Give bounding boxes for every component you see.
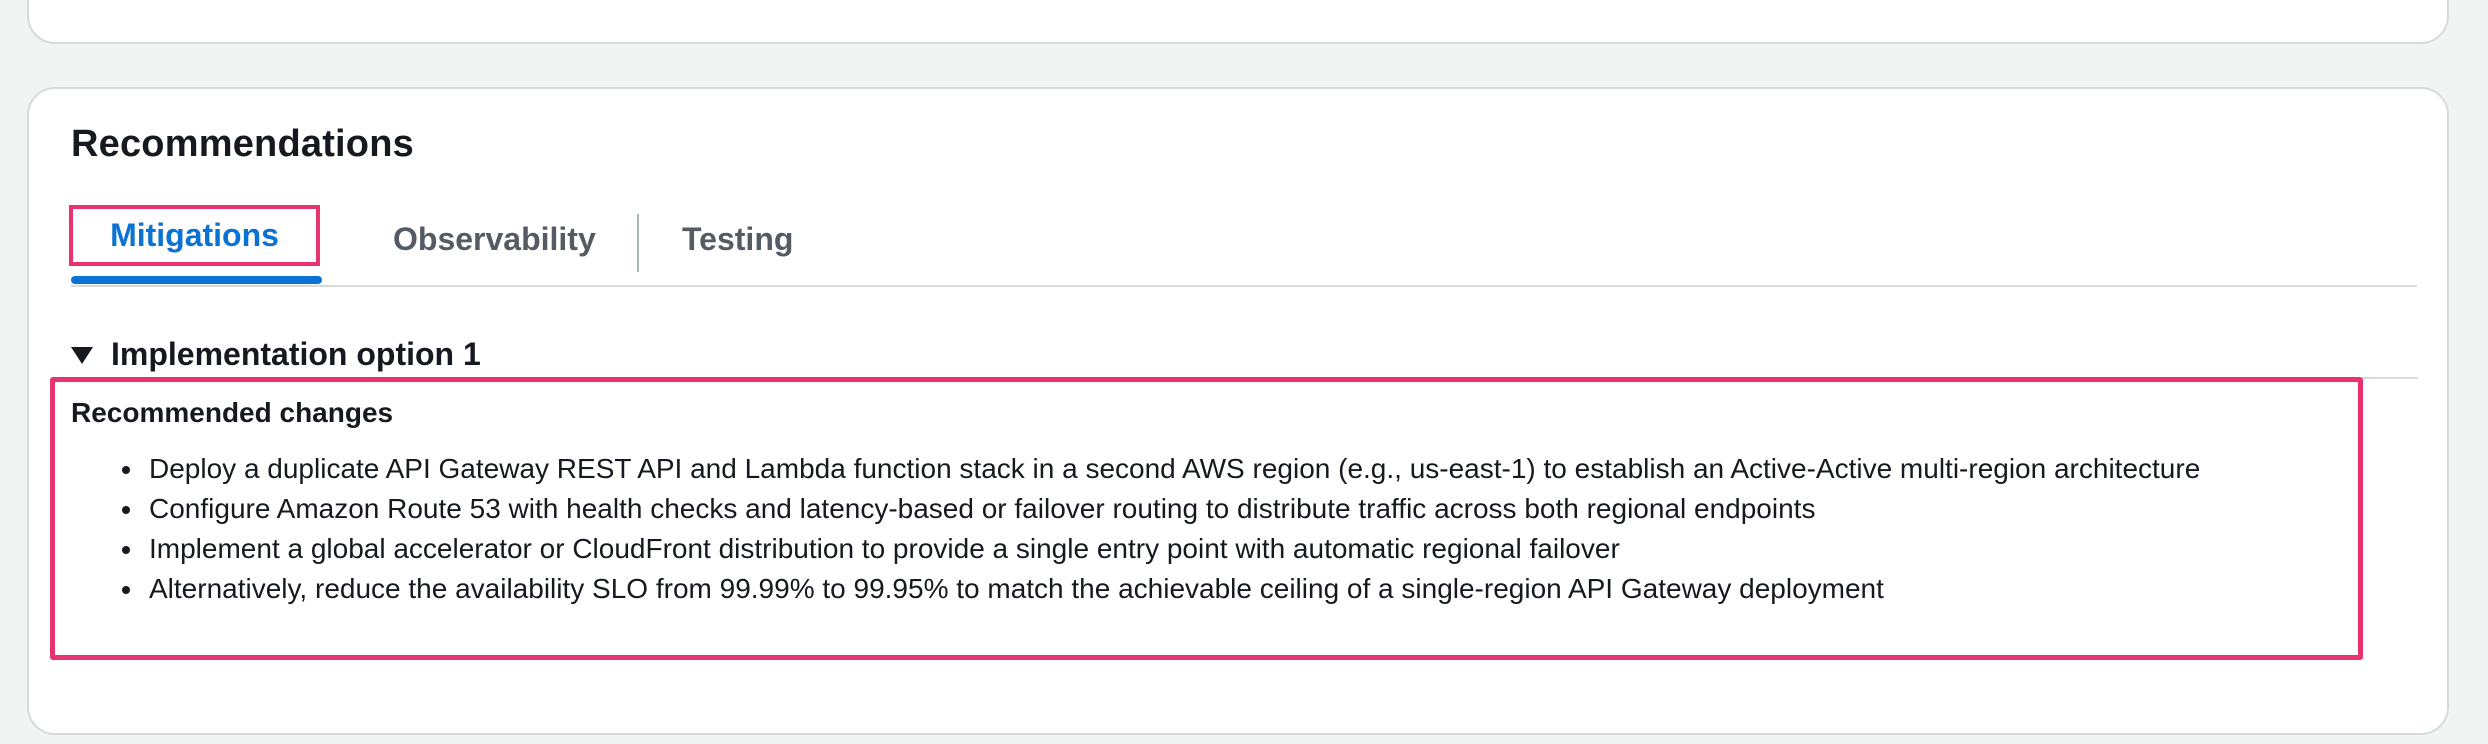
previous-panel	[27, 0, 2449, 44]
bullet-icon	[122, 466, 130, 474]
recommended-changes-heading: Recommended changes	[71, 397, 394, 428]
tab-testing-label: Testing	[682, 220, 794, 257]
tab-observability[interactable]: Observability	[393, 206, 596, 272]
list-item: Configure Amazon Route 53 with health ch…	[122, 489, 2200, 529]
tab-testing[interactable]: Testing	[682, 206, 793, 272]
tab-mitigations-label: Mitigations	[110, 217, 279, 253]
list-item-text: Implement a global accelerator or CloudF…	[149, 533, 1620, 564]
list-item-text: Configure Amazon Route 53 with health ch…	[149, 493, 1816, 524]
list-item-text: Alternatively, reduce the availability S…	[149, 573, 1884, 604]
bullet-icon	[122, 506, 130, 514]
tab-mitigations[interactable]: Mitigations	[69, 205, 320, 266]
recommended-changes-box	[50, 377, 2363, 660]
bullet-icon	[122, 546, 130, 554]
caret-down-icon	[71, 346, 93, 364]
recommended-changes-list: Deploy a duplicate API Gateway REST API …	[71, 449, 2200, 609]
implementation-option-expander[interactable]: Implementation option 1	[71, 332, 481, 376]
active-tab-indicator	[71, 276, 322, 284]
panel-title: Recommendations	[71, 123, 414, 165]
recommendations-panel: Recommendations Mitigations Observabilit…	[27, 87, 2449, 735]
tab-observability-label: Observability	[393, 220, 596, 257]
list-item: Alternatively, reduce the availability S…	[122, 569, 2200, 609]
list-item-text: Deploy a duplicate API Gateway REST API …	[149, 453, 2201, 484]
expander-label: Implementation option 1	[111, 335, 481, 372]
tab-divider	[637, 214, 639, 272]
bullet-icon	[122, 586, 130, 594]
tab-list: Mitigations Observability Testing	[69, 205, 2417, 276]
tabs-baseline	[71, 285, 2417, 287]
list-item: Implement a global accelerator or CloudF…	[122, 529, 2200, 569]
list-item: Deploy a duplicate API Gateway REST API …	[122, 449, 2201, 489]
